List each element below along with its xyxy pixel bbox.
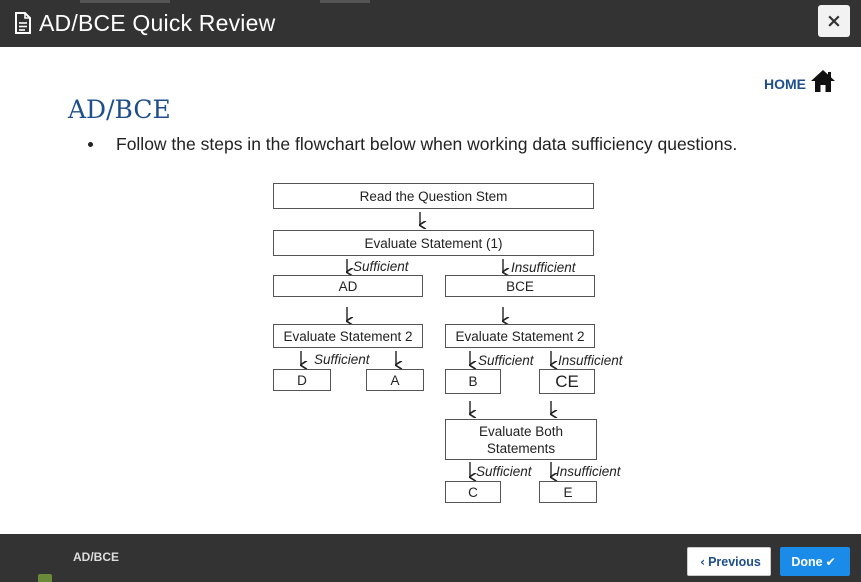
instruction-bullet: Follow the steps in the flowchart below … bbox=[88, 134, 737, 155]
bullet-dot bbox=[88, 142, 93, 147]
close-button[interactable]: × bbox=[818, 5, 850, 37]
background-app-strip bbox=[0, 0, 861, 3]
box-a: A bbox=[366, 369, 424, 391]
box-b: B bbox=[445, 369, 501, 394]
home-icon bbox=[811, 70, 835, 92]
previous-label: Previous bbox=[708, 554, 761, 569]
home-link[interactable]: HOME bbox=[764, 67, 836, 95]
label-sufficient-1: Sufficient bbox=[353, 259, 409, 274]
flowchart-arrows bbox=[0, 212, 861, 534]
done-button[interactable]: Done✔ bbox=[780, 547, 850, 576]
previous-button[interactable]: ‹Previous bbox=[687, 547, 771, 576]
box-c: C bbox=[445, 481, 501, 503]
modal-title-group: AD/BCE Quick Review bbox=[13, 8, 275, 38]
close-icon: × bbox=[826, 10, 842, 32]
review-content: HOME AD/BCE Follow the steps in the flow… bbox=[0, 47, 861, 534]
label-sufficient-3: Sufficient bbox=[476, 464, 532, 479]
box-evaluate-statement-2-right: Evaluate Statement 2 bbox=[445, 324, 595, 348]
modal-footer: AD/BCE ‹Previous Done✔ bbox=[0, 534, 861, 582]
instruction-text: Follow the steps in the flowchart below … bbox=[116, 134, 738, 154]
label-sufficient-2-left: Sufficient bbox=[314, 352, 370, 367]
box-ce: CE bbox=[539, 369, 595, 394]
chevron-left-icon: ‹ bbox=[700, 554, 706, 569]
label-sufficient-2-right: Sufficient bbox=[478, 353, 534, 368]
label-insufficient-3: Insufficient bbox=[556, 464, 621, 479]
home-label: HOME bbox=[764, 76, 806, 92]
ds-flowchart: Read the Question Stem Evaluate Statemen… bbox=[0, 47, 861, 534]
box-d: D bbox=[273, 369, 331, 391]
modal-title: AD/BCE Quick Review bbox=[39, 9, 276, 36]
box-evaluate-both: Evaluate Both Statements bbox=[445, 419, 597, 460]
document-icon bbox=[15, 12, 31, 34]
done-label: Done bbox=[791, 554, 823, 569]
box-evaluate-statement-1: Evaluate Statement (1) bbox=[273, 230, 594, 256]
modal-header: AD/BCE Quick Review × bbox=[0, 0, 861, 47]
label-insufficient-1: Insufficient bbox=[511, 260, 576, 275]
box-bce: BCE bbox=[445, 275, 595, 297]
page-title: AD/BCE bbox=[68, 95, 171, 124]
box-e: E bbox=[539, 481, 597, 503]
section-label: AD/BCE bbox=[73, 550, 120, 564]
label-insufficient-2-right: Insufficient bbox=[558, 353, 623, 368]
check-icon: ✔ bbox=[825, 554, 836, 569]
completed-check-icon bbox=[38, 574, 52, 582]
box-read-stem: Read the Question Stem bbox=[273, 183, 594, 209]
box-evaluate-statement-2-left: Evaluate Statement 2 bbox=[273, 324, 423, 348]
box-ad: AD bbox=[273, 275, 423, 297]
